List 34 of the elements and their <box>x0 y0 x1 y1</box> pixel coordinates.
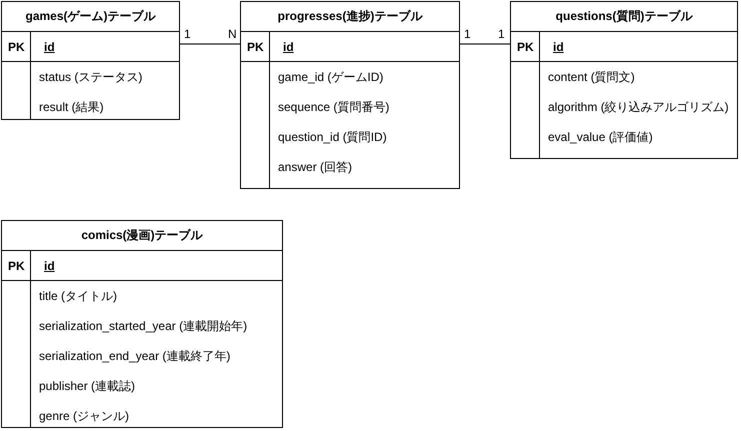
cardinality-label: 1 <box>184 27 191 41</box>
table-card <box>510 1 738 159</box>
cardinality-label: 1 <box>464 27 471 41</box>
field-name: sequence (質問番号) <box>277 98 390 116</box>
table-card <box>240 1 460 189</box>
field-name: id <box>43 258 55 272</box>
primary-key-label: PK <box>7 258 26 272</box>
field-name: title (タイトル) <box>38 288 118 304</box>
field-name: serialization_end_year (連載終了年) <box>38 348 232 364</box>
field-name: algorithm (絞り込みアルゴリズム) <box>547 98 730 116</box>
field-name: eval_value (評価値) <box>547 128 654 146</box>
field-name: question_id (質問ID) <box>277 128 388 146</box>
field-name: result (結果) <box>38 98 105 116</box>
field-name: serialization_started_year (連載開始年) <box>38 318 248 334</box>
primary-key-label: PK <box>516 40 535 54</box>
field-name: publisher (連載誌) <box>38 378 136 394</box>
cardinality-label: 1 <box>498 27 505 41</box>
table-title: progresses(進捗)テーブル <box>241 2 459 32</box>
cardinality-label: N <box>228 27 237 41</box>
field-name: answer (回答) <box>277 158 354 176</box>
field-name: genre (ジャンル) <box>38 408 130 424</box>
field-name: content (質問文) <box>547 68 636 86</box>
field-name: status (ステータス) <box>38 68 144 86</box>
table-card <box>1 1 180 120</box>
primary-key-label: PK <box>7 40 26 54</box>
table-card <box>1 220 283 428</box>
table-title: comics(漫画)テーブル <box>2 221 282 251</box>
primary-key-label: PK <box>246 40 265 54</box>
field-name: id <box>282 40 294 54</box>
field-name: game_id (ゲームID) <box>277 68 384 86</box>
table-title: games(ゲーム)テーブル <box>2 2 179 32</box>
table-title: questions(質問)テーブル <box>511 2 737 32</box>
field-name: id <box>43 40 55 54</box>
field-name: id <box>552 40 564 54</box>
